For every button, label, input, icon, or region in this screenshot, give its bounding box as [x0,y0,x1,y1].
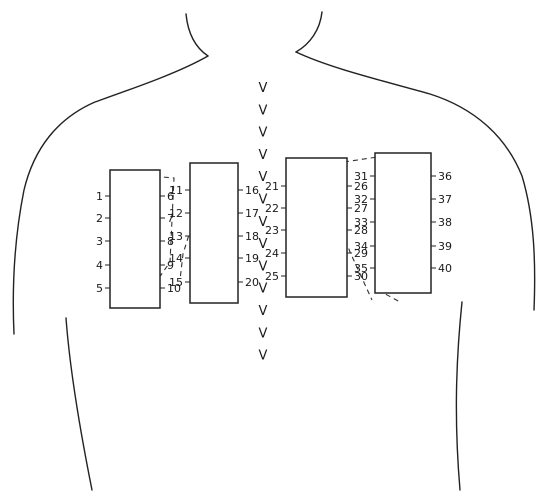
spine-marker: V [259,148,268,163]
spine-marker: V [259,282,268,297]
spine-marker: V [259,349,268,364]
site-label: 34 [354,240,368,253]
site-label: 4 [96,259,103,272]
site-label: 40 [438,262,452,275]
neck-left [186,14,208,56]
site-label: 1 [96,190,103,203]
site-label: 5 [96,282,103,295]
site-label: 15 [169,276,183,289]
site-label: 16 [245,184,259,197]
panel-b-box [190,163,238,303]
spine-marker: V [259,81,268,96]
site-label: 19 [245,252,259,265]
site-label: 32 [354,193,368,206]
panel-d-box [375,153,431,293]
spine-marker: V [259,126,268,141]
site-label: 14 [169,252,183,265]
torso-left-side [66,318,92,490]
site-label: 11 [169,184,183,197]
panel-d: 31 32 33 34 35 36 37 38 39 40 [354,153,452,293]
site-label: 2 [96,212,103,225]
test-panels: 1234567891011121314151617181920212223242… [96,153,452,308]
torso-right-side [456,302,462,490]
site-label: 18 [245,230,259,243]
panel-c-box [286,158,347,297]
site-label: 12 [169,207,183,220]
spine-marker: V [259,103,268,118]
site-label: 35 [354,262,368,275]
site-label: 3 [96,235,103,248]
neck-right [296,12,322,52]
spine-marker: V [259,215,268,230]
site-label: 36 [438,170,452,183]
spine-marker: V [259,259,268,274]
spine-marker: V [259,170,268,185]
site-label: 37 [438,193,452,206]
panel-b: 11 12 13 14 15 16 17 18 19 20 [169,163,259,303]
site-label: 20 [245,276,259,289]
spine-marker: V [259,304,268,319]
site-label: 17 [245,207,259,220]
spine-marker: V [259,237,268,252]
panel-a-box [110,170,160,308]
site-label: 39 [438,240,452,253]
spine-marker: V [259,326,268,341]
site-label: 13 [169,230,183,243]
site-label: 33 [354,216,368,229]
site-label: 31 [354,170,368,183]
site-label: 38 [438,216,452,229]
spine-marker: V [259,193,268,208]
